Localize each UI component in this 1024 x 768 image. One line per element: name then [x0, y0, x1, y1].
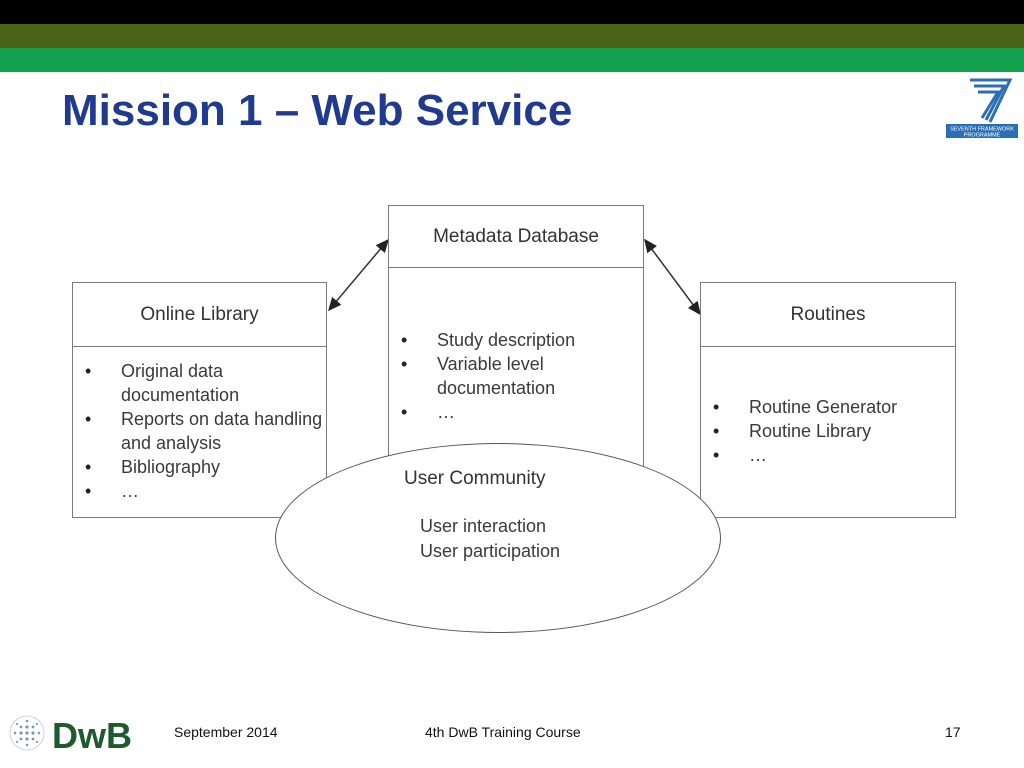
list-item: Bibliography	[77, 455, 327, 479]
user-community-title: User Community	[404, 468, 546, 489]
dwb-logo-text: DwB	[52, 715, 132, 756]
slide-title: Mission 1 – Web Service	[62, 86, 573, 135]
footer-date: September 2014	[174, 724, 278, 740]
list-item: Routine Library	[705, 419, 955, 443]
list-item: …	[393, 400, 643, 424]
arrow-metadata-routines	[644, 238, 701, 316]
list-item: Routine Generator	[705, 395, 955, 419]
globe-icon	[9, 715, 45, 751]
routines-list: Routine Generator Routine Library …	[705, 395, 955, 467]
user-community-line: User interaction	[420, 516, 547, 536]
footer-page-number: 17	[945, 724, 961, 740]
list-item: …	[705, 443, 955, 467]
routines-title: Routines	[701, 283, 955, 347]
list-item: Variable level documentation	[393, 352, 643, 400]
online-library-title: Online Library	[73, 283, 326, 347]
header-bar-olive	[0, 24, 1024, 48]
list-item: …	[77, 479, 327, 503]
metadata-database-box: Metadata Database Study description Vari…	[388, 205, 644, 475]
user-community-ellipse	[275, 443, 721, 633]
list-item: Original data documentation	[77, 359, 327, 407]
user-community-line: User participation	[420, 541, 561, 561]
header-bar-black	[0, 0, 1024, 24]
metadata-database-title: Metadata Database	[389, 206, 643, 268]
arrow-library-metadata	[328, 238, 389, 312]
footer-course: 4th DwB Training Course	[425, 724, 581, 740]
metadata-database-list: Study description Variable level documen…	[393, 328, 643, 424]
list-item: Reports on data handling and analysis	[77, 407, 327, 455]
fp7-line2: PROGRAMME	[964, 133, 1001, 139]
online-library-list: Original data documentation Reports on d…	[77, 359, 327, 503]
list-item: Study description	[393, 328, 643, 352]
online-library-box: Online Library Original data documentati…	[72, 282, 327, 518]
dwb-logo: DwB	[9, 715, 132, 756]
header-bar-green	[0, 48, 1024, 72]
fp7-line1: SEVENTH FRAMEWORK	[950, 127, 1014, 133]
routines-box: Routines Routine Generator Routine Libra…	[700, 282, 956, 518]
fp7-logo: SEVENTH FRAMEWORK PROGRAMME	[946, 78, 1018, 139]
